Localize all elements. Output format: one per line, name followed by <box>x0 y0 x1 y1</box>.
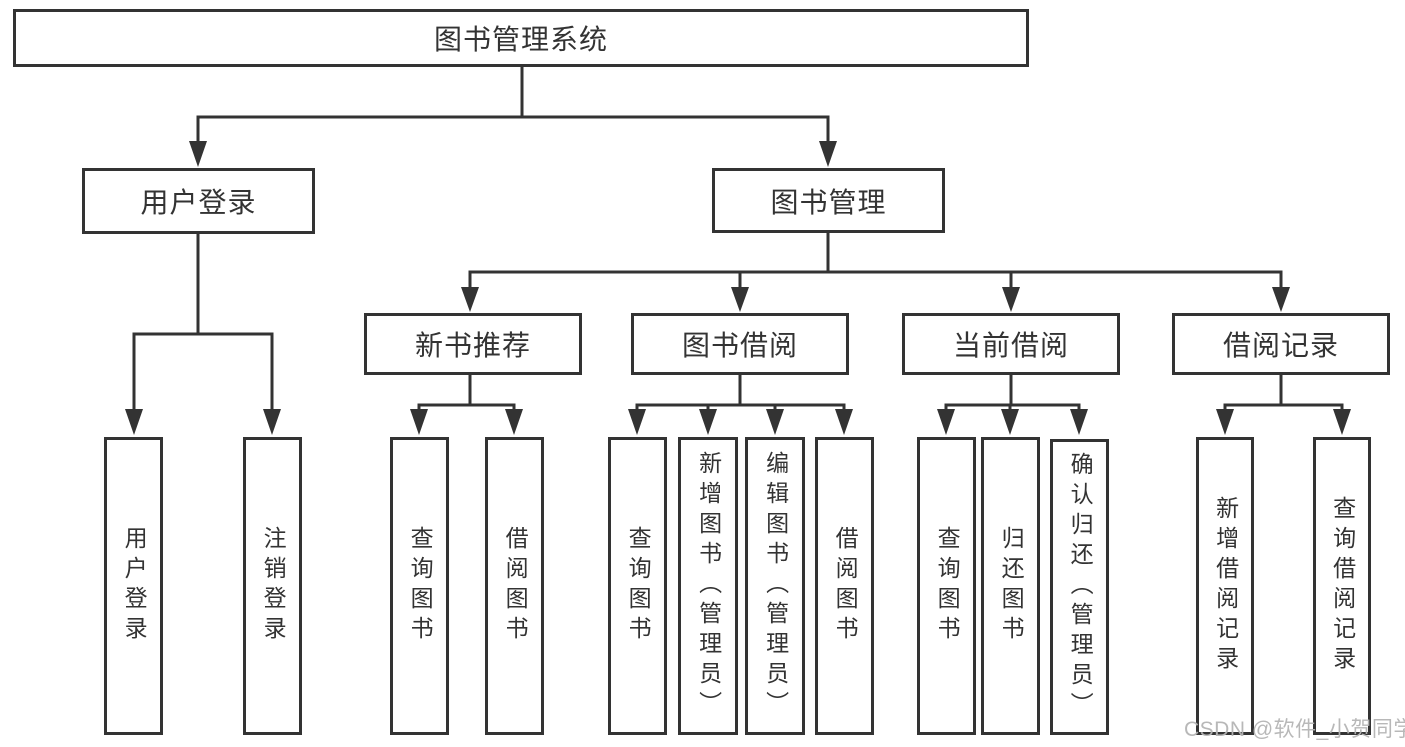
node-leaf-add-book-admin: 新增图书（管理员） <box>678 437 738 735</box>
node-label: 注销登录 <box>260 526 287 646</box>
node-user-login: 用户登录 <box>82 168 315 234</box>
node-label: 图书管理系统 <box>433 24 608 55</box>
node-leaf-user-login: 用户登录 <box>104 437 163 735</box>
node-leaf-logout: 注销登录 <box>243 437 302 735</box>
node-label: 新增借阅记录 <box>1212 496 1239 676</box>
node-label: 用户登录 <box>140 187 257 218</box>
node-label: 借阅记录 <box>1222 330 1339 361</box>
node-leaf-edit-book-admin: 编辑图书（管理员） <box>745 437 805 735</box>
node-book-management: 图书管理 <box>712 168 945 233</box>
node-leaf-confirm-return-admin: 确认归还（管理员） <box>1050 439 1109 735</box>
csdn-watermark: CSDN @软件_小贺同学 <box>1184 718 1405 741</box>
node-borrow-records: 借阅记录 <box>1172 313 1390 375</box>
node-leaf-query-books-3: 查询图书 <box>917 437 976 735</box>
tree-edges <box>125 67 1351 435</box>
node-label: 图书借阅 <box>681 330 798 361</box>
node-label: 当前借阅 <box>952 330 1069 361</box>
node-leaf-add-borrow-record: 新增借阅记录 <box>1196 437 1254 735</box>
node-current-borrow: 当前借阅 <box>902 313 1120 375</box>
arrowheads <box>125 141 1351 435</box>
node-label: 查询图书 <box>625 526 652 646</box>
node-label: 查询图书 <box>934 526 961 646</box>
node-library-management-system: 图书管理系统 <box>13 9 1029 67</box>
node-label: 编辑图书（管理员） <box>762 451 789 721</box>
node-book-borrow: 图书借阅 <box>631 313 849 375</box>
node-label: 用户登录 <box>121 526 148 646</box>
node-leaf-return-book: 归还图书 <box>981 437 1040 735</box>
node-label: 确认归还（管理员） <box>1067 452 1094 722</box>
node-label: 借阅图书 <box>832 526 859 646</box>
node-label: 图书管理 <box>770 186 887 218</box>
node-label: 查询借阅记录 <box>1329 496 1356 676</box>
node-leaf-query-books-1: 查询图书 <box>390 437 449 735</box>
node-label: 借阅图书 <box>502 526 529 646</box>
node-leaf-borrow-books-1: 借阅图书 <box>485 437 544 735</box>
node-label: 新增图书（管理员） <box>695 451 722 721</box>
node-label: 归还图书 <box>998 526 1025 646</box>
node-leaf-query-books-2: 查询图书 <box>608 437 667 735</box>
node-label: 新书推荐 <box>414 330 531 361</box>
node-new-book-recommend: 新书推荐 <box>364 313 582 375</box>
node-leaf-query-borrow-record: 查询借阅记录 <box>1313 437 1371 735</box>
node-leaf-borrow-books-2: 借阅图书 <box>815 437 874 735</box>
node-label: 查询图书 <box>407 526 434 646</box>
